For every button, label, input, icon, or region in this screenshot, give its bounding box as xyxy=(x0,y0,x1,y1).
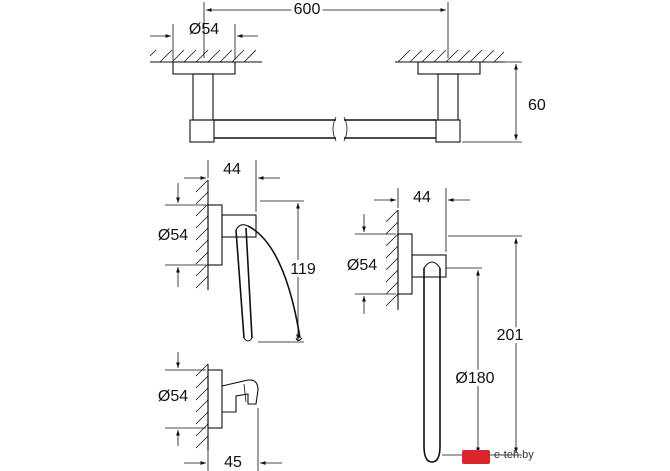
towel-ring-depth-label: 44 xyxy=(413,189,431,206)
paper-holder-height-label: 119 xyxy=(290,261,316,278)
watermark-text: e-teh.by xyxy=(494,449,534,461)
towel-ring-ring-diameter-label: Ø180 xyxy=(455,370,494,387)
towel-bar-projection-label: 60 xyxy=(528,97,546,114)
wall-hatch-right xyxy=(395,49,505,63)
towel-ring-height-label: 201 xyxy=(497,327,524,344)
towel-bar-width-label: 600 xyxy=(294,1,321,18)
paper-holder-depth-label: 44 xyxy=(223,161,241,178)
towel-bar: 600 Ø54 60 xyxy=(149,0,549,143)
robe-hook-depth-label: 45 xyxy=(224,454,242,471)
towel-ring: Ø54 44 201 Ø180 xyxy=(344,188,526,463)
robe-hook-diameter-label: Ø54 xyxy=(158,388,188,405)
robe-hook: Ø54 45 xyxy=(155,352,282,471)
towel-bar-diameter-label: Ø54 xyxy=(189,21,219,38)
paper-holder: Ø54 44 119 xyxy=(155,160,319,343)
towel-ring-diameter-label: Ø54 xyxy=(347,257,377,274)
watermark-logo xyxy=(462,450,490,464)
wall-hatch-left xyxy=(149,49,262,63)
paper-holder-diameter-label: Ø54 xyxy=(158,227,188,244)
